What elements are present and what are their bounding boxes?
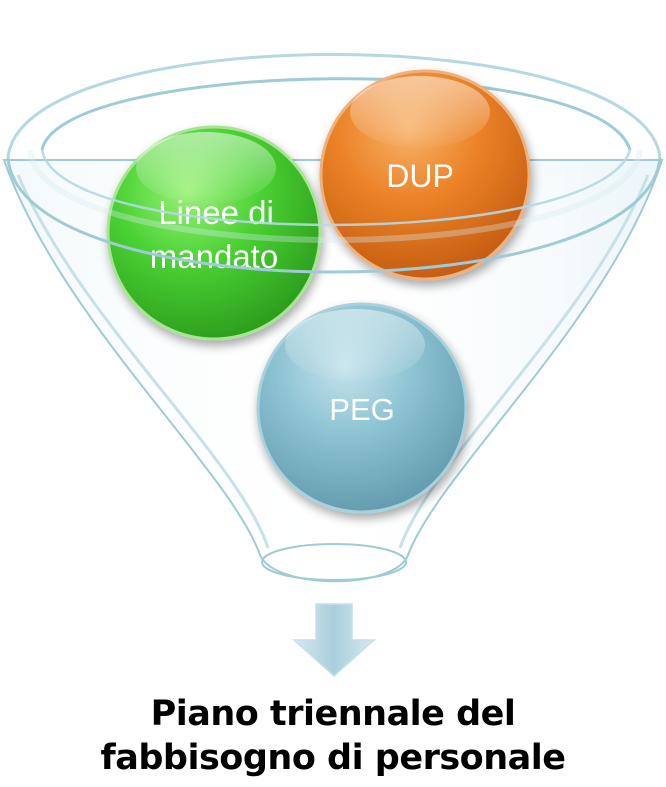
peg-label: PEG <box>329 392 394 427</box>
output-title-line2: fabbisogno di personale <box>100 738 566 778</box>
funnel-inner-edge-right <box>398 174 650 549</box>
peg-bubble <box>256 302 468 514</box>
dup-bubble <box>319 69 531 281</box>
funnel-rim-back <box>40 77 632 151</box>
funnel-inner-edge <box>16 174 270 549</box>
funnel-spout <box>261 543 407 581</box>
dup-label: DUP <box>386 158 454 194</box>
down-arrow-icon <box>292 603 376 678</box>
linee-di-mandato-bubble <box>106 125 322 341</box>
linee-di-mandato-label-line1: Linee di <box>158 194 274 231</box>
funnel-rim-front <box>6 157 662 274</box>
output-title-line1: Piano triennale del <box>150 694 516 734</box>
